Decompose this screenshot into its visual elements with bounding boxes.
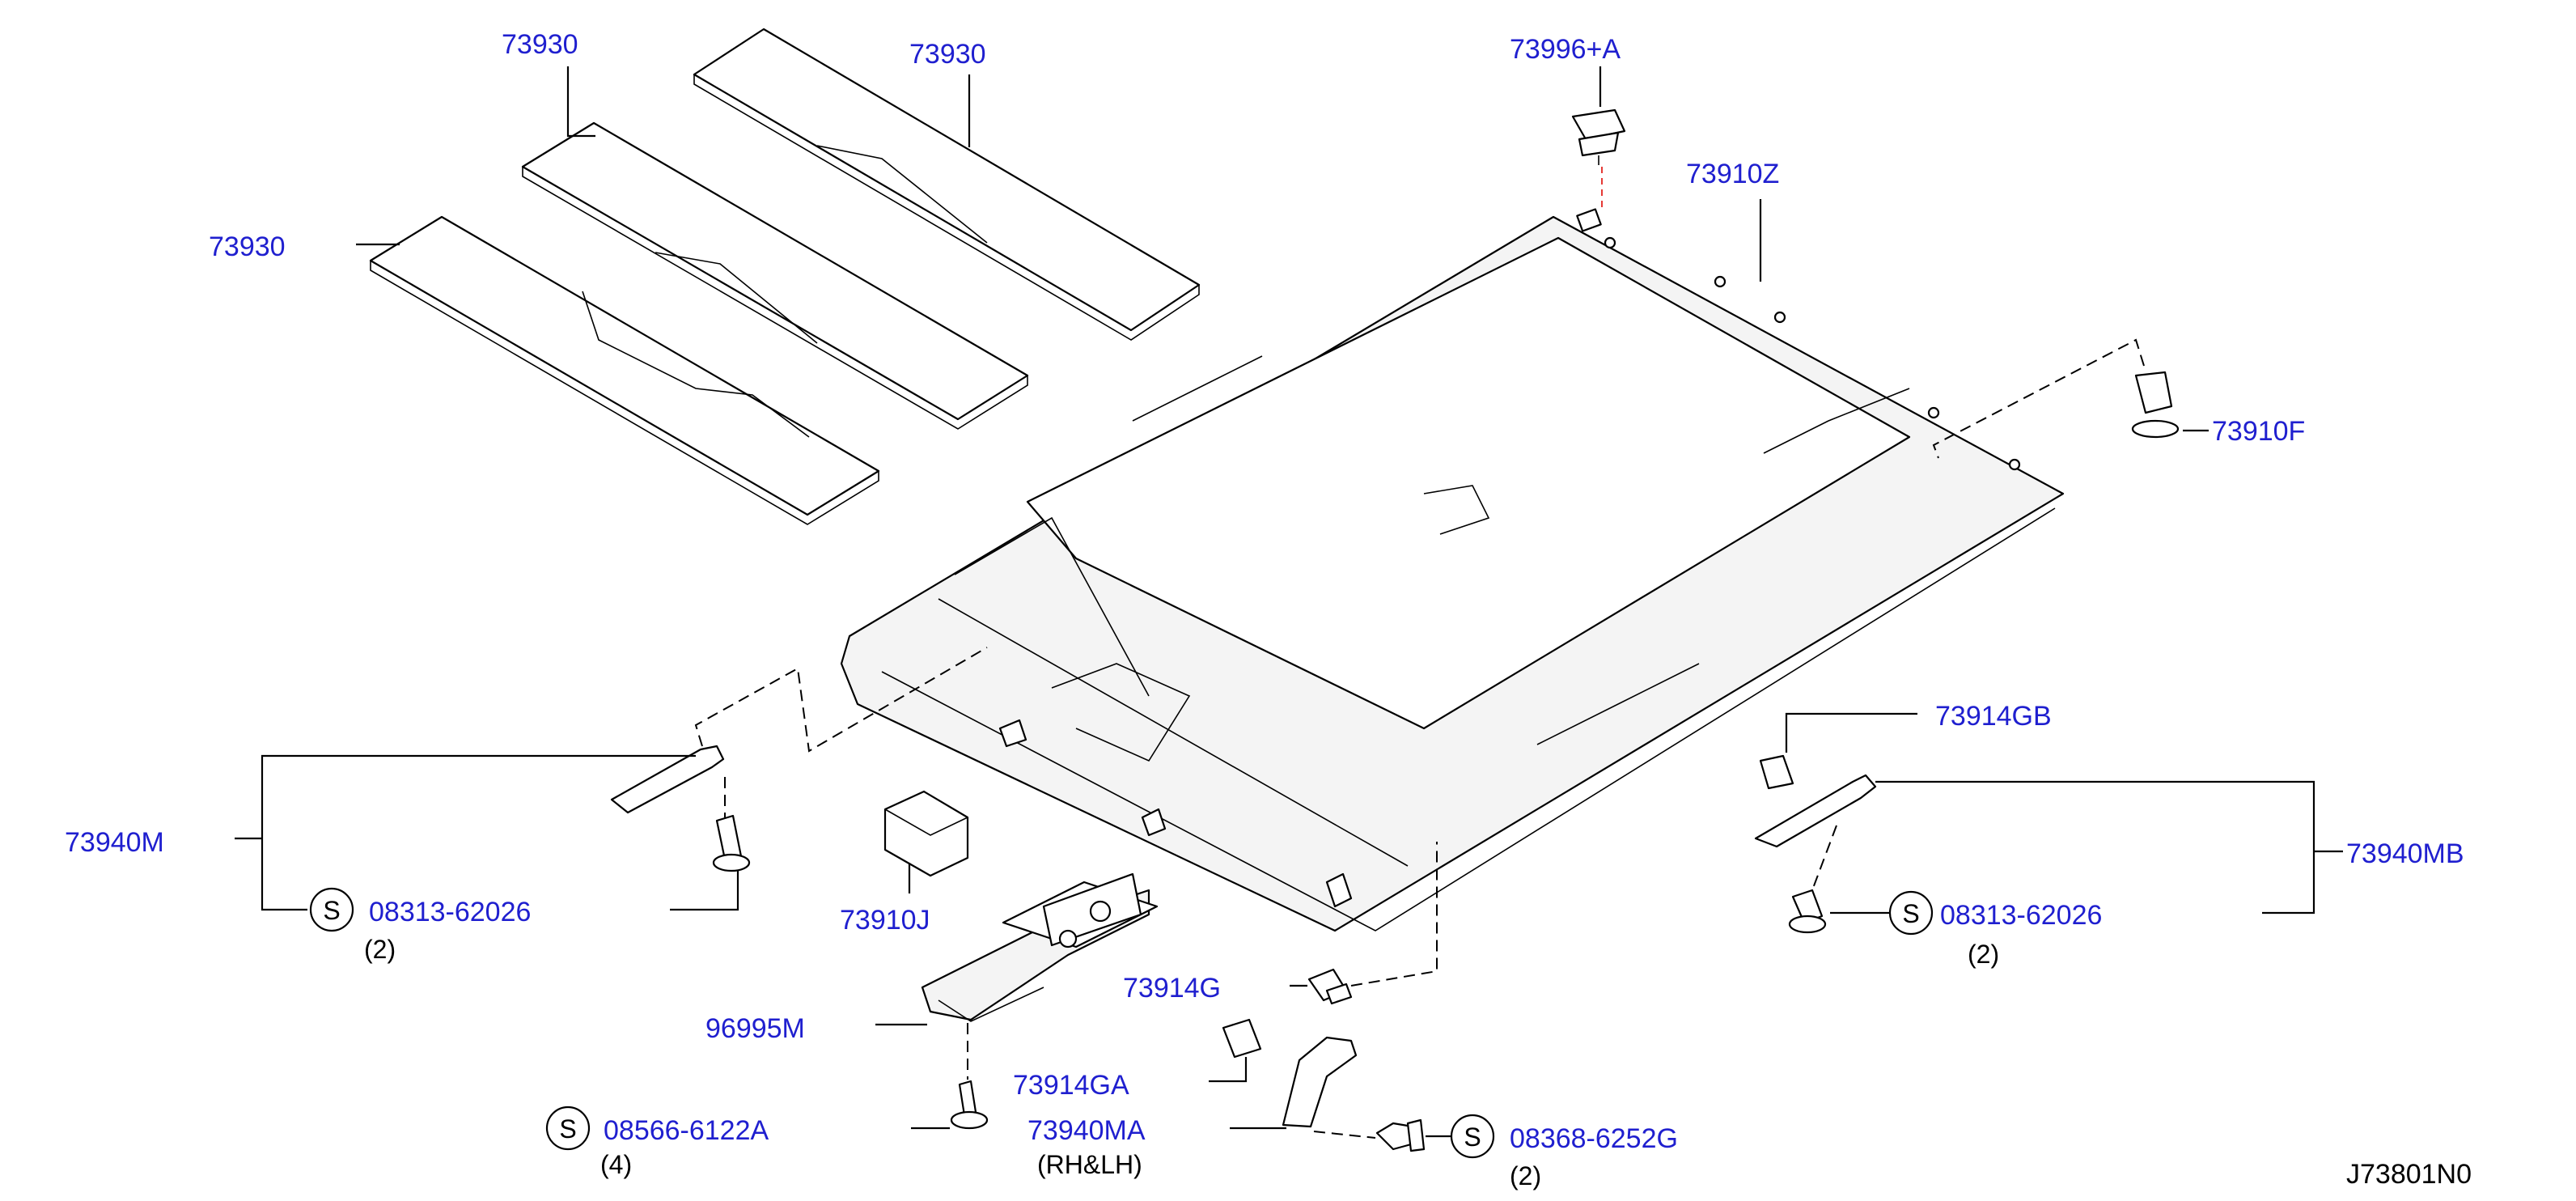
label-73914g: 73914G [1123,973,1221,1004]
clip-73996a [1571,108,1626,165]
pad-73910j [883,790,969,877]
bracket-73940mb [1875,780,2343,915]
bracket-73940m [235,754,696,911]
s-symbol-left: S [309,887,354,932]
clip-73910f [2131,371,2180,439]
s-mark-right: S [1902,899,1919,928]
leader-73914ga [1209,1057,1248,1083]
bolt-right [1788,889,1827,934]
screw-08566 [950,1080,989,1130]
qty-08368: (2) [1510,1161,1541,1190]
alignment-73940m [694,647,988,753]
s-symbol-08368: S [1450,1114,1495,1159]
label-73910z: 73910Z [1686,159,1779,189]
insulator-pad-top [693,28,1201,341]
label-73930-c: 73930 [209,231,286,262]
label-08368: 08368-6252G [1510,1123,1678,1154]
s-mark-left: S [323,896,340,925]
label-rh-lh: (RH&LH) [1037,1150,1142,1179]
s-symbol-right: S [1888,890,1934,936]
alignment-08368 [1313,1131,1376,1139]
assist-grip-left [610,745,725,814]
label-08313-left: 08313-62026 [369,897,531,927]
s-mark-08368: S [1464,1122,1481,1152]
s-symbol-08566: S [545,1106,591,1151]
alignment-bolt-right [1811,825,1837,891]
label-73940m: 73940M [65,827,164,858]
qty-08313-left: (2) [364,935,396,964]
leader-73914gb [1785,712,1917,753]
clip-73914ga [1222,1018,1262,1059]
insulator-pad-middle [521,121,1029,430]
clip-73914gb [1759,754,1794,790]
clip-73914g [1307,968,1353,1005]
headlining-assembly [840,208,2065,932]
label-73914gb: 73914GB [1935,701,2052,732]
label-73940mb: 73940MB [2346,838,2464,869]
label-73910f: 73910F [2212,416,2305,447]
bracket-96995m [921,872,1159,1022]
label-73914ga: 73914GA [1013,1070,1129,1101]
label-08313-right: 08313-62026 [1940,900,2102,931]
label-73996a: 73996+A [1510,34,1621,65]
qty-08313-right: (2) [1968,940,1999,969]
label-73910j: 73910J [840,905,930,936]
label-73930-a: 73930 [502,29,578,60]
assist-grip-73940ma [1282,1036,1358,1128]
label-73930-b: 73930 [909,39,986,70]
screw-08368 [1375,1118,1426,1152]
alignment-73914g [1350,842,1438,987]
label-96995m: 96995M [705,1013,805,1044]
s-mark-08566: S [559,1114,576,1144]
label-08566: 08566-6122A [604,1115,769,1146]
label-73940ma: 73940MA [1027,1115,1146,1146]
bolt-left [712,814,751,872]
diagram-reference-code: J73801N0 [2346,1159,2472,1190]
assist-grip-right [1754,774,1877,848]
insulator-pad-bottom [369,215,880,525]
leader-73930-a [566,66,595,138]
leader-08313-left [670,871,739,911]
qty-08566: (4) [600,1150,632,1179]
